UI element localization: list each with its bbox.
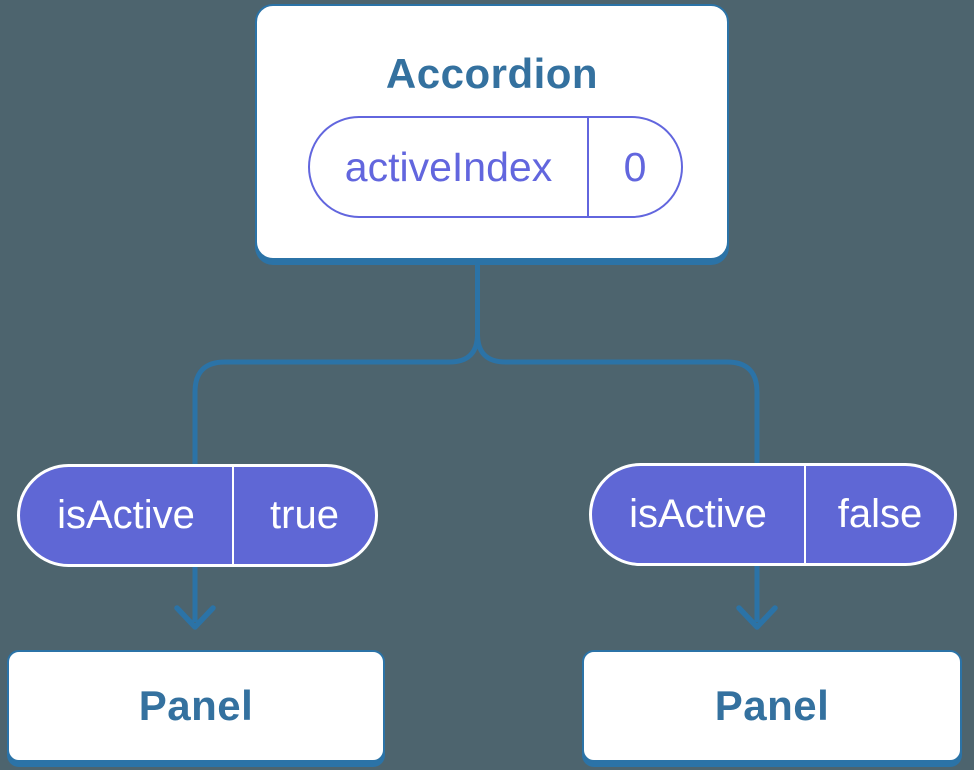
prop-pill-is-active-true: isActive true	[17, 464, 378, 567]
prop-name-label: isActive	[592, 466, 806, 563]
prop-value-label: false	[837, 492, 923, 536]
prop-pill-is-active-false: isActive false	[589, 463, 957, 566]
state-pill-active-index: activeIndex 0	[308, 116, 683, 218]
connector-left-branch	[192, 258, 480, 622]
accordion-title: Accordion	[385, 50, 599, 97]
arrowhead-left-icon	[174, 605, 216, 630]
panel-component-box-right: Panel	[582, 650, 962, 762]
prop-value-label: true	[270, 493, 339, 537]
arrowhead-right-icon	[736, 605, 778, 630]
panel-title: Panel	[138, 682, 254, 729]
state-value-label: 0	[623, 143, 647, 190]
panel-title: Panel	[714, 682, 830, 729]
accordion-component-box: Accordion activeIndex 0	[255, 4, 729, 260]
state-name-label: activeIndex	[310, 118, 589, 216]
panel-component-box-left: Panel	[7, 650, 385, 762]
prop-name-label: isActive	[20, 467, 234, 564]
connector-right-branch	[475, 258, 760, 622]
